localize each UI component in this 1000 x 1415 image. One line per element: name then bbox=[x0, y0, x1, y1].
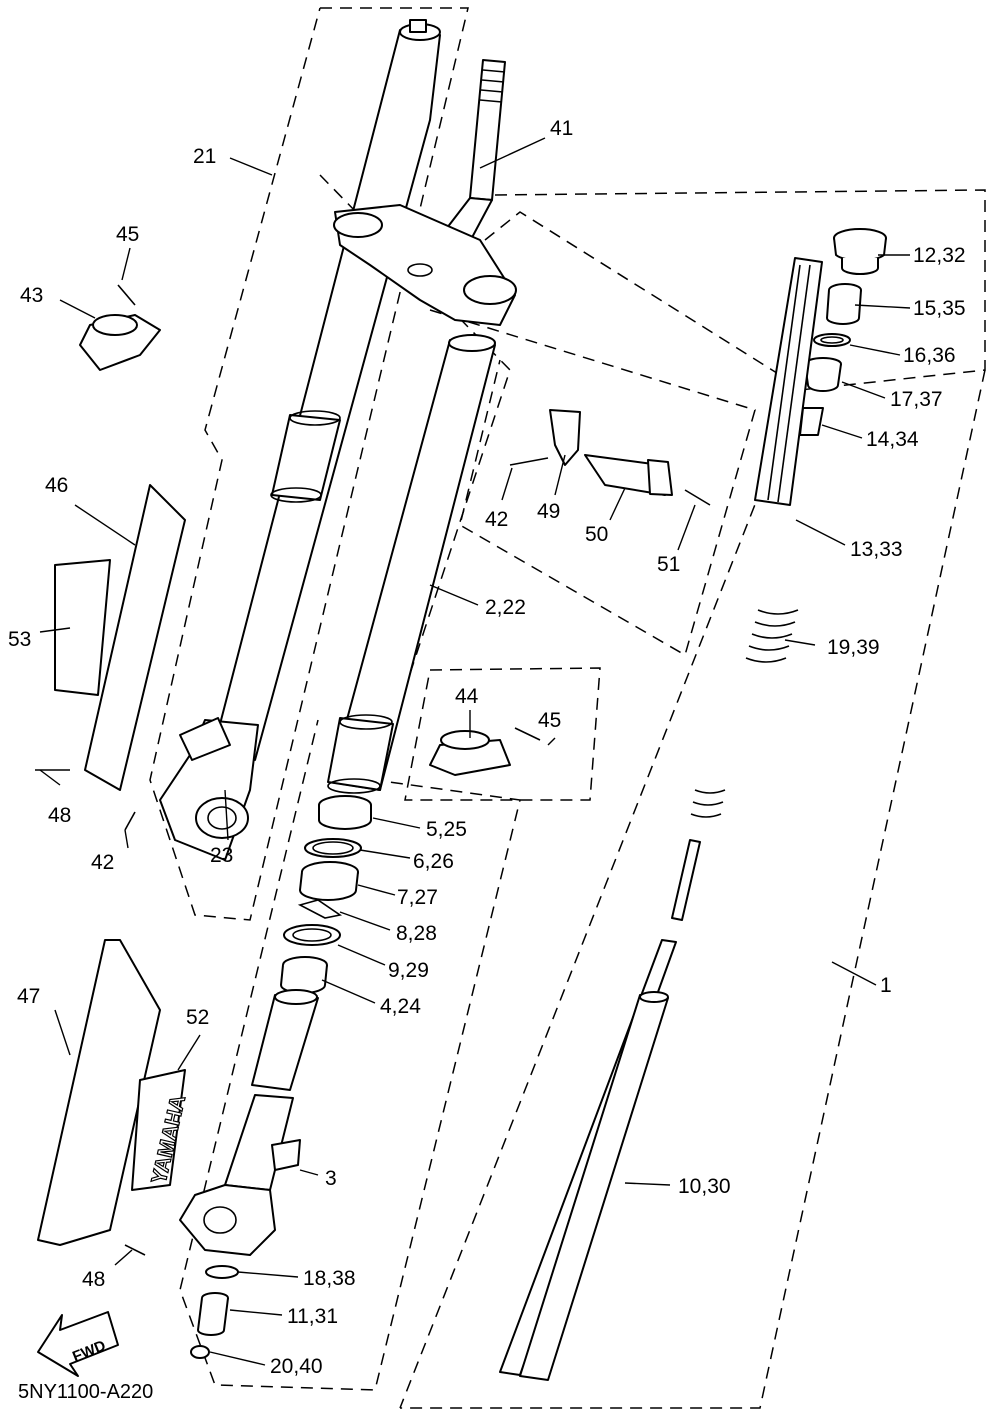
callout-41: 41 bbox=[550, 117, 573, 140]
callout-42-upper: 42 bbox=[485, 508, 508, 531]
callout-45-lower: 45 bbox=[538, 709, 561, 732]
callout-49: 49 bbox=[537, 500, 560, 523]
callout-8-28: 8,28 bbox=[396, 922, 437, 945]
bottom-valve-parts bbox=[190, 1265, 239, 1359]
callout-47: 47 bbox=[17, 985, 40, 1008]
callout-4-24: 4,24 bbox=[380, 995, 421, 1018]
bolt-51 bbox=[684, 489, 711, 506]
callout-46: 46 bbox=[45, 474, 68, 497]
outline-assembly-21 bbox=[149, 7, 469, 921]
callout-20-40: 20,40 bbox=[270, 1355, 323, 1378]
callout-19-39: 19,39 bbox=[827, 636, 880, 659]
leader-lines bbox=[39, 137, 911, 1366]
group-outlines bbox=[149, 7, 986, 1409]
callout-50: 50 bbox=[585, 523, 608, 546]
diagram-code: 5NY1100-A220 bbox=[18, 1381, 153, 1403]
bolt-42-lower bbox=[124, 811, 136, 831]
callout-48-lower: 48 bbox=[82, 1268, 105, 1291]
callout-7-27: 7,27 bbox=[397, 886, 438, 909]
callout-12-32: 12,32 bbox=[913, 244, 966, 267]
callout-16-36: 16,36 bbox=[903, 344, 956, 367]
callout-6-26: 6,26 bbox=[413, 850, 454, 873]
steering-stem bbox=[333, 59, 517, 326]
callout-52: 52 bbox=[186, 1006, 209, 1029]
bolts bbox=[35, 284, 711, 1256]
callout-44: 44 bbox=[455, 685, 479, 708]
seal-stack bbox=[280, 795, 372, 994]
cartridge-parts bbox=[499, 228, 887, 1381]
fwd-arrow: FWD bbox=[37, 1311, 119, 1377]
fork-guards: YAMAHA bbox=[37, 484, 191, 1246]
clamps-and-guides bbox=[79, 314, 673, 776]
bolt-42-upper bbox=[509, 457, 549, 466]
callout-18-38: 18,38 bbox=[303, 1267, 356, 1290]
callout-9-29: 9,29 bbox=[388, 959, 429, 982]
outline-cartridge bbox=[484, 211, 781, 376]
callout-17-37: 17,37 bbox=[890, 388, 943, 411]
callout-11-31: 11,31 bbox=[287, 1305, 338, 1328]
callout-10-30: 10,30 bbox=[678, 1175, 731, 1198]
callout-15-35: 15,35 bbox=[913, 297, 966, 320]
outline-lower-tube bbox=[179, 174, 521, 1391]
callout-21: 21 bbox=[193, 145, 216, 168]
outline-clamp-group bbox=[404, 667, 601, 801]
outline-assembly-1-right bbox=[400, 369, 986, 1409]
callout-53: 53 bbox=[8, 628, 31, 651]
callout-5-25: 5,25 bbox=[426, 818, 467, 841]
callout-42-lower: 42 bbox=[91, 851, 114, 874]
callout-23: 23 bbox=[210, 844, 233, 867]
callout-labels: 21 41 12,32 15,35 16,36 17,37 14,34 13,3… bbox=[8, 117, 966, 1378]
bolt-48-lower bbox=[124, 1244, 146, 1256]
callout-14-34: 14,34 bbox=[866, 428, 919, 451]
bolt-45-upper bbox=[117, 284, 136, 306]
callout-43: 43 bbox=[20, 284, 43, 307]
callout-45-upper: 45 bbox=[116, 223, 139, 246]
callout-13-33: 13,33 bbox=[850, 538, 903, 561]
outline-guide-group bbox=[429, 309, 756, 657]
callout-3: 3 bbox=[325, 1167, 337, 1190]
inner-fork-tube bbox=[327, 334, 496, 794]
callout-1: 1 bbox=[880, 974, 892, 997]
callout-48-upper: 48 bbox=[48, 804, 71, 827]
callout-2-22: 2,22 bbox=[485, 596, 526, 619]
bolt-45-lower bbox=[514, 727, 541, 741]
callout-51: 51 bbox=[657, 553, 680, 576]
lower-fork-leg bbox=[179, 989, 319, 1256]
